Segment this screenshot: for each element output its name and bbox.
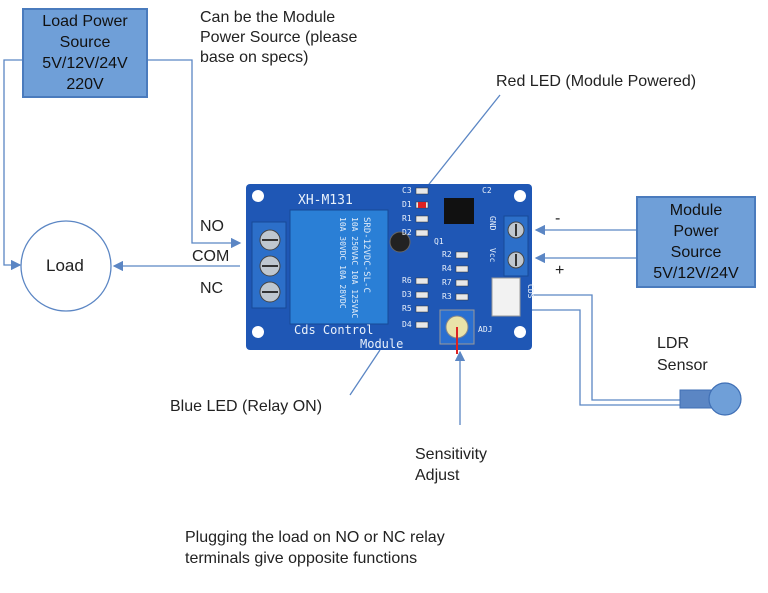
module-power-line-3: Source [670, 244, 722, 261]
footer-note-line-1: Plugging the load on NO or NC relay [185, 529, 445, 546]
silk-r7: R7 [442, 278, 452, 287]
polarity-plus: + [555, 262, 565, 279]
silk-r4: R4 [442, 264, 452, 273]
sensitivity-line-2: Adjust [415, 467, 460, 484]
board-text-module: Module [360, 337, 403, 351]
load-label: Load [46, 256, 84, 275]
module-power-source-box: Module Power Source 5V/12V/24V [636, 196, 756, 288]
silk-d2: D2 [402, 228, 412, 237]
silk-d1: D1 [402, 200, 412, 209]
terminal-com-label: COM [192, 248, 230, 265]
ldr-sensor-label: LDR Sensor [657, 333, 708, 377]
pointer-blue-led [349, 349, 381, 396]
terminal-no-label: NO [200, 218, 224, 235]
ldr-sensor-body [679, 389, 713, 409]
silk-cds: CDS [526, 284, 535, 299]
silk-vcc: Vcc [488, 248, 497, 263]
module-power-note: Can be the Module Power Source (please b… [200, 8, 357, 68]
module-power-line-4: 5V/12V/24V [653, 265, 739, 282]
wire-power-to-load [3, 59, 22, 271]
board-text-cds-control: Cds Control [294, 323, 373, 337]
load-circle [20, 220, 112, 312]
footer-note-line-2: terminals give opposite functions [185, 550, 418, 567]
relay-text-2: 10A 250VAC 10A 125VAC [350, 217, 359, 318]
module-power-note-line-3: base on specs) [200, 49, 309, 66]
silk-d3: D3 [402, 290, 412, 299]
silk-c2: C2 [482, 186, 492, 195]
terminal-nc-label: NC [200, 280, 224, 297]
ldr-label-line-2: Sensor [657, 357, 708, 374]
load-power-line-4: 220V [66, 76, 104, 93]
footer-note: Plugging the load on NO or NC relay term… [185, 527, 445, 569]
ldr-label-line-1: LDR [657, 335, 690, 352]
module-power-note-line-2: Power Source (please [200, 29, 358, 46]
wire-ldr-2 [521, 304, 680, 406]
module-power-note-line-1: Can be the Module [200, 9, 336, 26]
load-power-line-2: Source [59, 34, 111, 51]
module-power-line-1: Module [669, 202, 723, 219]
load-power-source-box: Load Power Source 5V/12V/24V 220V [22, 8, 148, 98]
silk-gnd: GND [488, 216, 497, 231]
wire-power-to-no [148, 59, 242, 249]
silk-adj: ADJ [478, 325, 492, 334]
silk-d4: D4 [402, 320, 412, 329]
polarity-minus: - [555, 210, 561, 227]
silk-r6: R6 [402, 276, 412, 285]
module-power-line-2: Power [673, 223, 719, 240]
relay-module-board: SRD-12VDC-SL-C 10A 250VAC 10A 125VAC 10A… [246, 184, 535, 354]
silk-r2: R2 [442, 250, 452, 259]
relay-text-1: SRD-12VDC-SL-C [361, 217, 371, 293]
silk-r1: R1 [402, 214, 412, 223]
load-power-line-1: Load Power [42, 13, 128, 30]
board-model: XH-M131 [298, 193, 353, 208]
sensitivity-line-1: Sensitivity [415, 446, 488, 463]
sensitivity-adjust-label: Sensitivity Adjust [415, 444, 487, 486]
ldr-sensor-head [708, 382, 742, 416]
silk-r5: R5 [402, 304, 412, 313]
load-power-line-3: 5V/12V/24V [42, 55, 128, 72]
blue-led-label: Blue LED (Relay ON) [170, 398, 323, 415]
silk-r3: R3 [442, 292, 452, 301]
silk-c3: C3 [402, 186, 412, 195]
relay-text-3: 10A 30VDC 10A 28VDC [338, 217, 347, 309]
silk-q1: Q1 [434, 237, 444, 246]
wire-ldr-1 [521, 289, 680, 401]
pointer-red-led [417, 94, 501, 199]
red-led-label: Red LED (Module Powered) [496, 73, 697, 90]
